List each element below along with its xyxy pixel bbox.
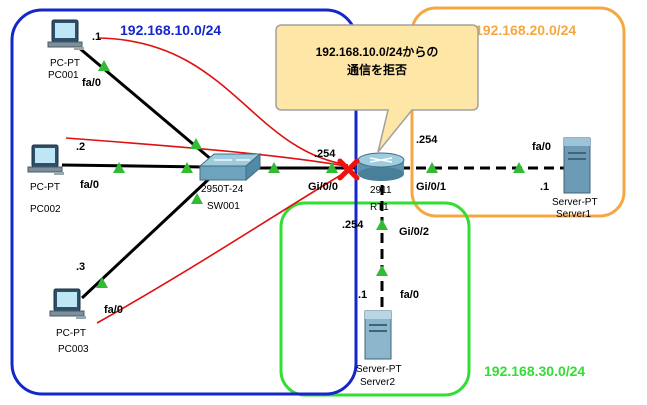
addr-server2: .1 [358,289,367,301]
network-label-30: 192.168.30.0/24 [484,363,585,379]
pc-icon[interactable] [49,288,86,319]
pc001-name: PC001 [48,70,79,81]
pc-icon[interactable] [27,144,64,175]
cable-pc003-sw001 [80,176,212,300]
server1-name: Server1 [556,209,591,220]
zone-192-168-20 [410,6,626,218]
callout-line1: 192.168.10.0/24からの [316,45,439,59]
router-icon[interactable] [357,152,405,181]
cables [61,45,565,312]
cable-pc002-sw001 [61,163,206,169]
if-pc003: fa/0 [104,304,123,316]
deny-x-icon [337,158,360,181]
sw001-name: SW001 [207,201,240,212]
addr-pc003: .3 [76,261,85,273]
port-server2 [376,265,388,276]
pc002-type: PC-PT [30,182,60,193]
denied-traffic [65,37,349,324]
zone-192-168-30 [279,201,471,397]
pc003-name: PC003 [58,344,89,355]
cable-pc001-sw001 [77,45,213,162]
rt1-name: RT1 [370,202,389,213]
if-rt-gi00: Gi/0/0 [308,181,338,193]
callout-line2: 通信を拒否 [347,62,407,77]
rt1-type: 2911 [370,185,392,196]
traffic-pc002 [65,137,347,167]
network-label-20: 192.168.20.0/24 [475,22,576,38]
zone-192-168-10 [10,8,358,396]
network-label-10: 192.168.10.0/24 [120,22,221,38]
server-icon[interactable] [364,310,392,360]
if-pc002: fa/0 [80,179,99,191]
server2-type: Server-PT [356,364,402,375]
port-pc001 [98,60,110,71]
if-rt-gi02: Gi/0/2 [399,226,429,238]
addr-pc002: .2 [76,141,85,153]
port-sw-pc001 [190,138,202,149]
traffic-pc003 [96,171,347,324]
pc-icon[interactable] [47,19,84,50]
port-rt1-gi02 [376,219,388,230]
addr-server1: .1 [540,181,549,193]
port-rt1-gi00 [326,162,338,173]
port-sw-rt1 [268,162,280,173]
callout-bubble [275,24,479,153]
port-sw-pc003 [191,193,203,204]
sw001-type: 2950T-24 [201,184,244,195]
server2-name: Server2 [360,377,395,388]
addr-pc001: .1 [92,31,101,43]
server-icon[interactable] [563,137,591,194]
addr-rt-n10: .254 [314,148,336,160]
addr-rt-n30: .254 [342,219,364,231]
pc003-type: PC-PT [56,328,86,339]
if-server2: fa/0 [400,289,419,301]
server1-type: Server-PT [552,197,598,208]
addr-rt-n20: .254 [416,134,438,146]
switch-icon[interactable] [198,152,262,182]
port-sw-pc002 [181,162,193,173]
port-rt1-gi01 [426,162,438,173]
if-pc001: fa/0 [82,77,101,89]
port-pc002 [113,162,125,173]
pc001-type: PC-PT [50,58,80,69]
port-markers [96,60,525,288]
if-server1: fa/0 [532,141,551,153]
if-rt-gi01: Gi/0/1 [416,181,446,193]
pc002-name: PC002 [30,204,61,215]
port-pc003 [96,277,108,288]
port-server1 [513,162,525,173]
traffic-pc001 [97,37,349,166]
